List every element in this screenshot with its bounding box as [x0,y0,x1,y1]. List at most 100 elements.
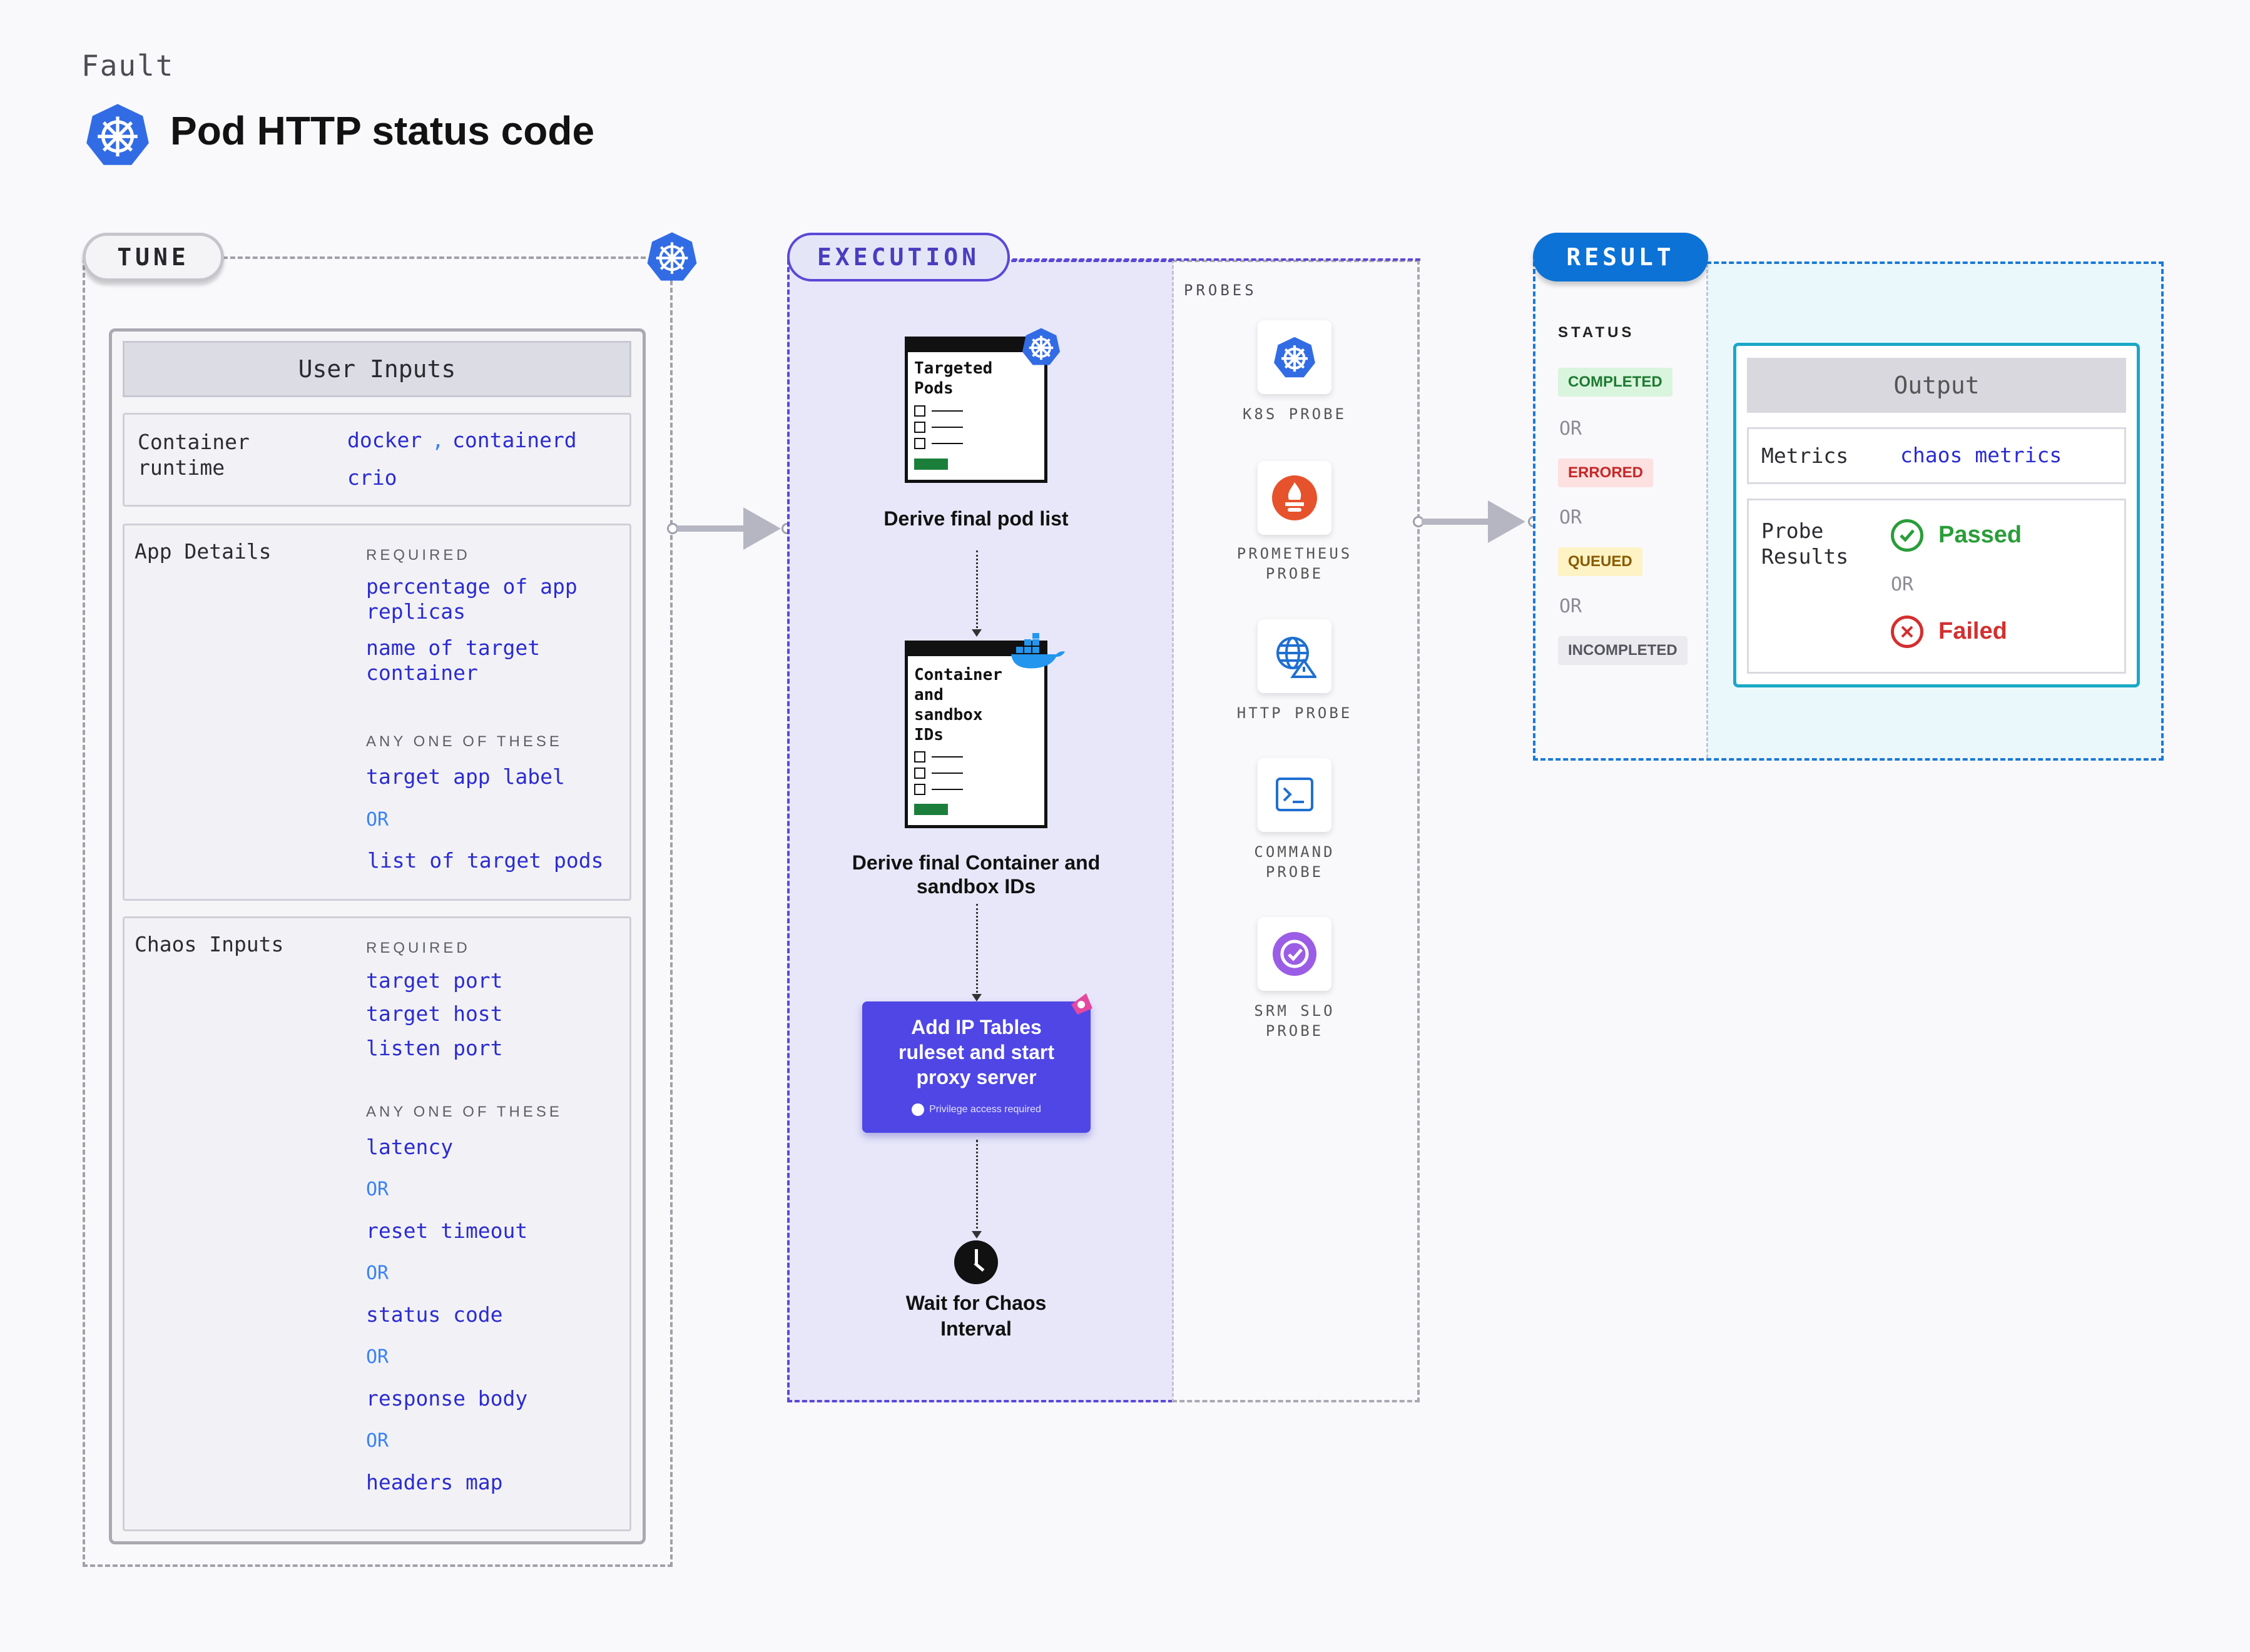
probe-name: PROMETHEUS [1236,545,1353,562]
chaos-any-item: latency [366,1135,454,1159]
k8s-probe-tile [1258,320,1331,394]
iptables-line: Add IP Tables [911,1016,1042,1038]
privilege-text: Privilege access required [929,1104,1041,1115]
tune-section [83,258,673,1567]
probe-name: SRM SLO [1254,1002,1335,1020]
targeted-pods-document: Targeted Pods [905,337,1047,483]
flow-connector-head [972,629,982,637]
container-runtime-label-1: Container [138,430,250,454]
chaos-any-item: status code [366,1302,503,1327]
or-separator: OR [366,1346,389,1368]
chaos-any-item: response body [366,1386,528,1411]
tune-top-border [223,256,646,259]
passed-label: Passed [1938,522,2022,548]
result-pill: RESULT [1533,233,1708,281]
chaos-required-caption: REQUIRED [366,940,471,956]
container-ids-document: Container and sandbox IDs [905,641,1047,828]
docker-icon [1011,633,1065,669]
flow-connector [976,904,978,996]
fault-label: Fault [81,49,175,83]
or-separator: OR [366,1262,389,1284]
metrics-label: Metrics [1761,443,1849,468]
tune-pill: TUNE [83,233,224,281]
command-probe-tile [1258,758,1331,832]
http-probe-tile [1258,619,1331,693]
or-separator: OR [366,1178,389,1200]
output-title: Output [1747,358,2126,413]
result-divider [1706,264,1708,758]
flow-arrow-head [743,507,781,550]
probe-name: K8S PROBE [1242,405,1347,423]
probe-name: PROBE [1265,863,1324,881]
chaos-inputs-card [123,916,631,1531]
srm-slo-icon [1273,932,1316,976]
metrics-value: chaos metrics [1900,443,2062,467]
or-separator: OR [1559,595,1582,617]
runtime-separator: , [432,428,444,452]
probe-results-label: Probe [1761,519,1824,543]
check-circle-icon [1891,519,1923,552]
probe-name: PROBE [1265,565,1324,582]
container-runtime-card [123,413,631,507]
step-derive-pod-list: Derive final pod list [883,507,1069,530]
metrics-card [1747,427,2126,484]
app-required-item: replicas [366,599,466,624]
or-separator: OR [1559,507,1582,529]
doc-title: Targeted [914,359,993,378]
clock-icon [954,1240,998,1284]
chaos-any-item: reset timeout [366,1219,528,1243]
doc-title: and [914,686,944,704]
chaos-badge-icon [1071,993,1092,1015]
probes-caption: PROBES [1184,281,1257,299]
chaos-required-item: target port [366,968,503,993]
srm-slo-probe-tile [1258,917,1331,991]
doc-title: Container [914,666,1002,684]
chaos-inputs-label: Chaos Inputs [135,932,284,956]
prometheus-icon [1272,475,1317,520]
flow-connector [976,1140,978,1234]
x-circle-icon [1891,616,1923,648]
execution-pill: EXECUTION [787,233,1010,281]
step-derive-ids-line1: Derive final Container and [852,851,1101,874]
app-any-item: list of target pods [367,848,604,873]
flow-connector-head [972,994,982,1001]
kubernetes-icon [1022,328,1061,365]
flow-arrow-line [1422,519,1490,525]
chaos-any-caption: ANY ONE OF THESE [366,1103,562,1120]
step-derive-ids-line2: sandbox IDs [916,875,1036,898]
iptables-step-box [862,1001,1091,1133]
doc-title: sandbox [914,706,983,724]
or-separator: OR [366,1430,389,1452]
flow-arrow-head [1488,500,1525,543]
app-details-card [123,524,631,901]
status-badge-completed: COMPLETED [1558,368,1672,397]
kubernetes-logo-icon [86,104,149,165]
execution-top-border [788,258,1420,261]
probe-name: HTTP PROBE [1236,704,1353,722]
app-any-caption: ANY ONE OF THESE [366,733,562,750]
user-inputs-title: User Inputs [123,341,631,397]
flow-connector [976,550,978,632]
lock-icon [912,1103,925,1116]
chaos-any-item: headers map [366,1470,503,1494]
iptables-line: proxy server [916,1066,1037,1088]
app-any-item: target app label [366,764,565,789]
status-badge-incompleted: INCOMPLETED [1558,636,1688,665]
terminal-icon [1276,778,1313,811]
doc-title: IDs [914,726,944,744]
runtime-containerd: containerd [452,428,577,452]
status-badge-errored: ERRORED [1558,459,1654,487]
page-title: Pod HTTP status code [170,108,595,153]
flow-connector-head [972,1231,982,1239]
runtime-crio: crio [347,465,397,490]
probe-name: PROBE [1265,1022,1324,1040]
app-required-item: container [366,661,478,685]
step-wait-line2: Interval [940,1317,1012,1340]
container-runtime-label-2: runtime [138,455,225,480]
probe-results-label: Results [1761,544,1849,569]
doc-title: Pods [914,379,954,398]
app-required-item: percentage of app [366,574,578,599]
kubernetes-icon [647,232,697,281]
status-badge-queued: QUEUED [1558,547,1642,576]
or-separator: OR [1559,418,1582,440]
